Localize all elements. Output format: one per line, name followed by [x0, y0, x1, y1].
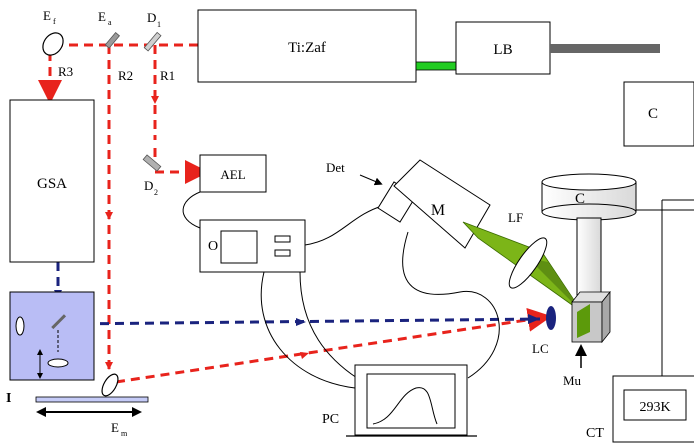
mirror-d1: D 1 R1 [143, 10, 175, 83]
mirror-ef: E f R3 [42, 8, 73, 79]
mirror-d2: D 2 [142, 154, 162, 197]
wires [182, 191, 694, 389]
label-i: I [6, 391, 11, 406]
label-ea-sub: a [108, 18, 112, 27]
pump-rod [415, 61, 457, 71]
label-ef-sub: f [53, 17, 56, 26]
label-d2: D [144, 178, 153, 193]
controller-c: C [623, 81, 694, 147]
label-lb: LB [493, 42, 512, 58]
sample-mu: Mu [563, 344, 587, 388]
oscilloscope-o: O [199, 219, 306, 273]
lb-output [550, 44, 660, 53]
label-det: Det [326, 160, 345, 175]
label-d1: D [147, 10, 156, 25]
label-ael: AEL [220, 167, 245, 182]
label-em: E [111, 420, 119, 435]
label-mu: Mu [563, 373, 582, 388]
lb-laser: LB [455, 21, 660, 75]
label-lf: LF [508, 210, 523, 225]
lens-lc: LC [532, 306, 556, 356]
label-d1-sub: 1 [157, 20, 161, 29]
label-r1: R1 [160, 68, 175, 83]
label-c-cryo: C [575, 191, 585, 207]
temp-controller-ct: 293K CT [586, 375, 694, 443]
red-beam-path [38, 43, 552, 384]
label-lc: LC [532, 341, 549, 356]
label-o: O [208, 239, 218, 254]
label-temp: 293K [639, 400, 670, 415]
gsa-box: GSA [9, 99, 95, 263]
label-gsa: GSA [37, 176, 67, 192]
mirror-em: E m [35, 373, 149, 438]
label-em-sub: m [121, 429, 128, 438]
ael-box: AEL [199, 154, 267, 193]
label-pc: PC [322, 412, 339, 427]
tizaf-laser: Ti:Zaf [197, 9, 457, 83]
label-r2: R2 [118, 68, 133, 83]
label-ef: E [43, 8, 51, 23]
green-beam: LF [462, 210, 583, 313]
label-r3: R3 [58, 64, 73, 79]
label-ea: E [98, 9, 106, 24]
label-m: M [431, 202, 445, 219]
mirror-ea: E a R2 [98, 9, 133, 83]
label-c-top: C [648, 106, 658, 122]
pc-monitor: PC [322, 364, 477, 437]
label-ct: CT [586, 426, 604, 441]
sample-holder [571, 290, 611, 344]
label-tizaf: Ti:Zaf [288, 40, 326, 56]
label-d2-sub: 2 [154, 188, 158, 197]
monochromator-m: M Det [326, 159, 491, 249]
interferometer-i: I [6, 291, 95, 406]
